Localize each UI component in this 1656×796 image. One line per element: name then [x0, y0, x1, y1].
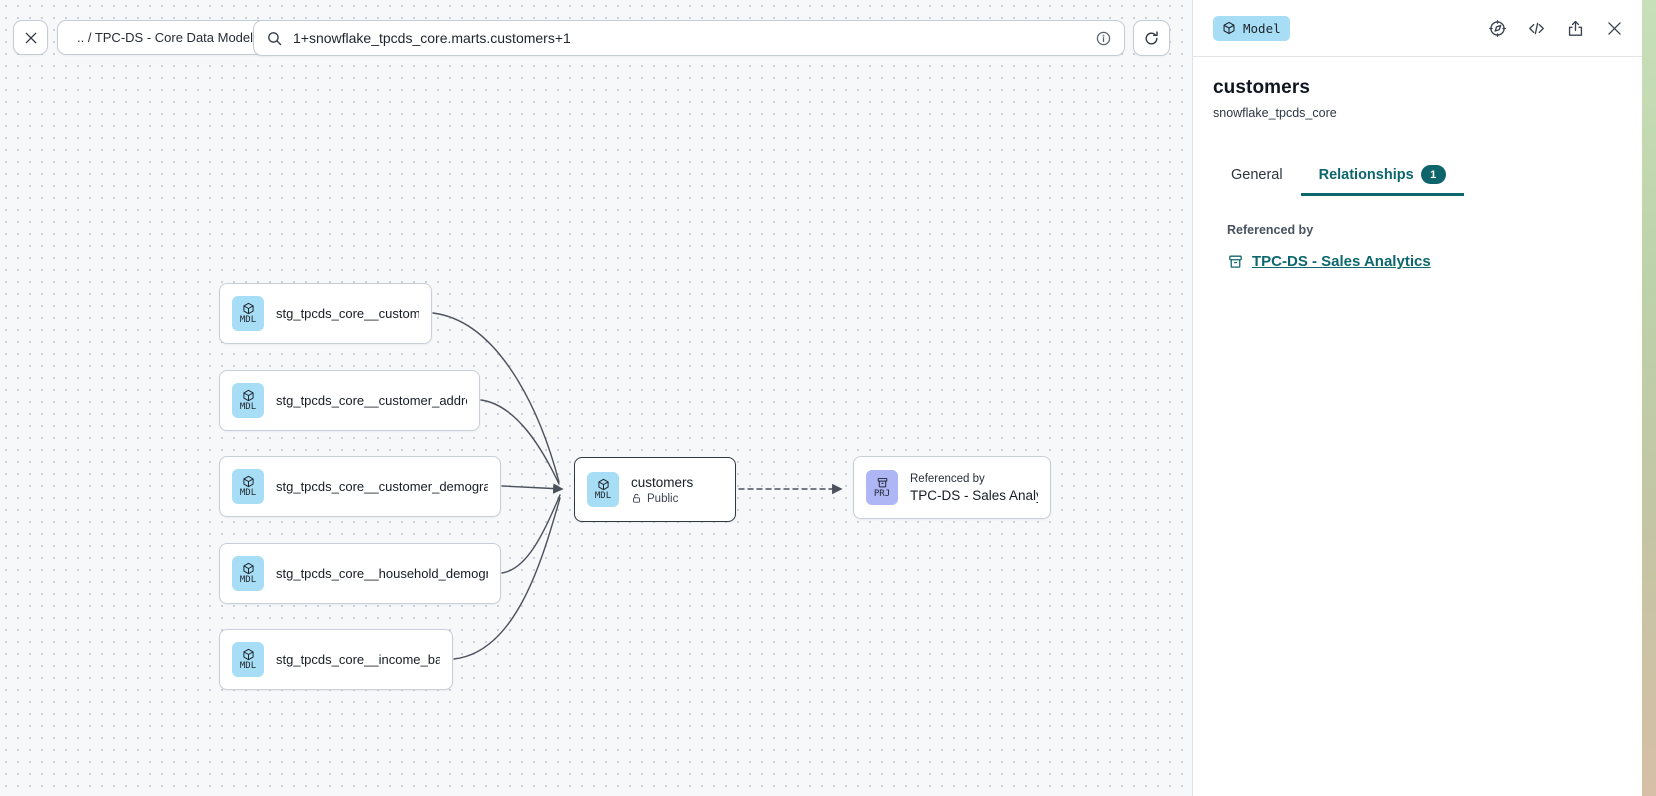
page-title: customers: [1213, 77, 1310, 98]
node-customers-selected[interactable]: MDL customers Public: [574, 457, 736, 522]
model-node-icon: MDL: [232, 642, 264, 677]
panel-tabs: General Relationships 1: [1213, 156, 1622, 196]
share-icon: [1568, 20, 1582, 36]
panel-actions: [1484, 15, 1627, 41]
refresh-icon: [1145, 30, 1158, 44]
model-node-icon: MDL: [587, 472, 619, 507]
refresh-button[interactable]: [1133, 20, 1170, 56]
node-stg-tpcds-core-income-band[interactable]: MDL stg_tpcds_core__income_band: [219, 629, 453, 690]
referenced-by-section: Referenced by TPC-DS - Sales Analytics: [1213, 196, 1622, 270]
edge: [501, 483, 564, 494]
panel-body: customers snowflake_tpcds_core General R…: [1193, 57, 1642, 270]
tab-general[interactable]: General: [1231, 166, 1283, 183]
node-label: customers: [631, 474, 694, 490]
visibility-indicator: Public: [631, 493, 693, 505]
node-label: stg_tpcds_core__customer_address: [276, 393, 467, 408]
node-label: stg_tpcds_core__income_band: [276, 652, 440, 667]
close-lineage-button[interactable]: [13, 20, 48, 55]
node-label: stg_tpcds_core__customer: [276, 306, 419, 321]
node-kicker: Referenced by: [910, 472, 985, 485]
share-button[interactable]: [1562, 15, 1588, 41]
section-label: Referenced by: [1227, 223, 1314, 237]
close-icon: [1607, 21, 1621, 35]
project-node-icon: PRJ: [866, 470, 898, 505]
model-type-badge: Model: [1213, 15, 1290, 41]
lineage-search[interactable]: [253, 20, 1125, 56]
node-stg-tpcds-core-customer[interactable]: MDL stg_tpcds_core__customer: [219, 283, 432, 344]
model-node-icon: MDL: [232, 556, 264, 591]
code-icon: [1528, 22, 1544, 34]
explore-lineage-button[interactable]: [1484, 15, 1510, 41]
details-panel: Model customers snowflake_tpcds_core: [1192, 0, 1642, 796]
info-icon[interactable]: [1095, 30, 1112, 47]
node-stg-tpcds-core-customer-address[interactable]: MDL stg_tpcds_core__customer_address: [219, 370, 480, 431]
node-label: TPC-DS - Sales Analytics: [910, 487, 1038, 503]
node-label: stg_tpcds_core__customer_demogra...: [276, 479, 488, 494]
model-node-icon: MDL: [232, 383, 264, 418]
lineage-edges: [432, 312, 843, 660]
model-node-icon: MDL: [232, 469, 264, 504]
relationships-count-badge: 1: [1420, 165, 1446, 184]
view-code-button[interactable]: [1523, 15, 1549, 41]
node-stg-tpcds-core-customer-demographics[interactable]: MDL stg_tpcds_core__customer_demogra...: [219, 456, 501, 517]
lock-open-icon: [633, 493, 640, 503]
node-label: stg_tpcds_core__household_demogr...: [276, 566, 488, 581]
compass-icon: [1488, 19, 1506, 37]
search-icon: [268, 31, 282, 45]
node-tpcds-sales-analytics-project[interactable]: PRJ Referenced by TPC-DS - Sales Analyti…: [853, 456, 1051, 519]
reference-link[interactable]: TPC-DS - Sales Analytics: [1227, 253, 1622, 270]
search-input[interactable]: [293, 30, 1085, 46]
schema-subtitle: snowflake_tpcds_core: [1213, 106, 1337, 120]
desktop-background-strip: [1642, 0, 1656, 796]
edge: [501, 494, 561, 574]
breadcrumb[interactable]: .. / TPC-DS - Core Data Models: [57, 20, 280, 55]
lineage-canvas[interactable]: MDL stg_tpcds_core__customer MDL stg_tpc…: [0, 0, 1192, 796]
project-icon: [1229, 255, 1242, 268]
close-icon: [25, 32, 36, 43]
model-node-icon: MDL: [232, 296, 264, 331]
tab-relationships[interactable]: Relationships 1: [1300, 156, 1464, 196]
model-cube-icon: [1223, 21, 1235, 35]
panel-header: Model: [1193, 0, 1642, 57]
node-stg-tpcds-core-household-demographics[interactable]: MDL stg_tpcds_core__household_demogr...: [219, 543, 501, 604]
close-panel-button[interactable]: [1601, 15, 1627, 41]
